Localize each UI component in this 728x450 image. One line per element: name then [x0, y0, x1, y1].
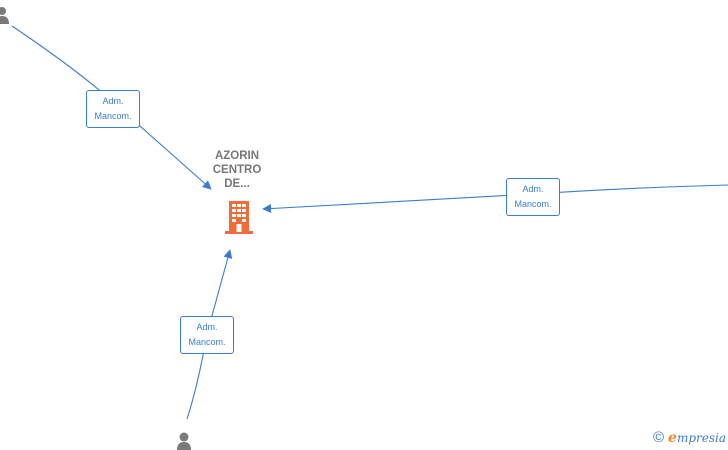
relation-label-line: Adm.	[102, 96, 124, 106]
relation-label-line: Mancom.	[514, 199, 552, 209]
edge-right-to-company	[262, 184, 728, 214]
brand-name: mpresia	[676, 431, 726, 445]
relation-label[interactable]: Adm. Mancom.	[180, 316, 234, 354]
relation-label[interactable]: Adm. Mancom.	[86, 90, 140, 128]
company-name-line: CENTRO	[212, 164, 262, 176]
footer-branding: © empresia	[652, 429, 726, 447]
relation-label-line: Mancom.	[94, 111, 132, 121]
relation-label[interactable]: Adm. Mancom.	[506, 178, 560, 216]
brand-logo[interactable]: empresia	[668, 430, 726, 446]
relation-label-line: Adm.	[196, 322, 218, 332]
person-icon[interactable]	[175, 432, 193, 450]
copyright-symbol: ©	[652, 429, 665, 446]
company-name-line: AZORIN	[214, 150, 260, 162]
company-name-line: DE...	[224, 178, 250, 190]
company-name[interactable]: AZORIN CENTRO DE...	[198, 149, 276, 191]
relation-label-line: Mancom.	[188, 337, 226, 347]
brand-initial: e	[668, 430, 677, 446]
relation-label-line: Adm.	[522, 184, 544, 194]
person-icon[interactable]	[0, 6, 10, 24]
building-icon[interactable]	[223, 199, 255, 235]
